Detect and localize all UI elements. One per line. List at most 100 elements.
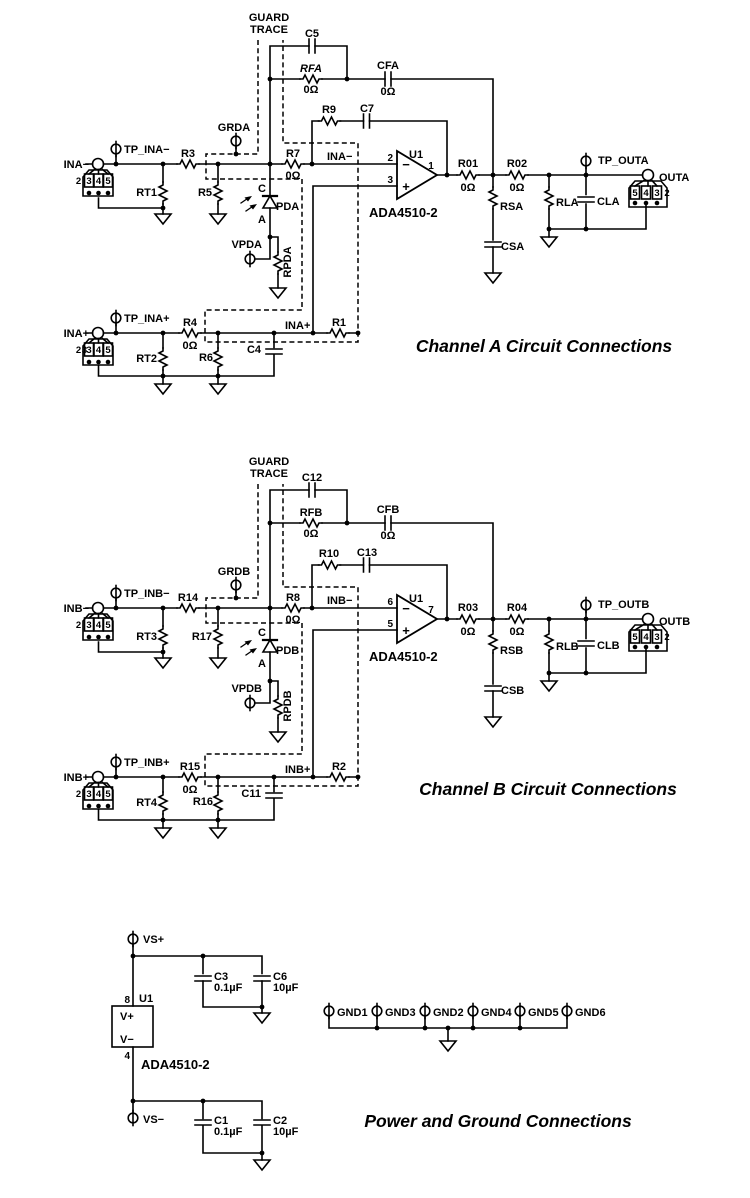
pin8-label: 8 [124,995,130,1006]
rlb-label: RLB [556,641,579,653]
guard-trace-label: GUARD [249,12,289,24]
guard-trace-ring-a [204,40,359,343]
connector-outb [628,612,668,652]
tp-inb-pos-label: TP_INB+ [124,757,170,769]
rfb-label: RFB [300,507,323,519]
ground-icon [253,1012,271,1024]
resistor-r14 [176,603,200,613]
pdb-triangle [261,638,279,653]
rsa-label: RSA [500,201,523,213]
opamp-minus-sign: − [402,601,410,616]
resistor-rt4 [158,791,168,815]
rt1-label: RT1 [136,187,157,199]
resistor-r17 [213,625,223,649]
photodiode-pda [240,194,279,212]
capacitor-c3 [194,975,212,982]
pin7-label: 7 [428,605,434,616]
light-arrow-icon [240,639,253,648]
junction-dots-power [130,953,523,1156]
connector-ina-neg [82,157,114,197]
opamp-minus-sign: − [402,157,410,172]
c5-label: C5 [305,28,319,40]
resistor-rpdb [273,695,283,719]
conn-pin: 5 [105,345,111,356]
testpoint-gnd4 [467,1002,479,1020]
tp-outa-label: TP_OUTA [598,155,649,167]
gnd4-label: GND4 [481,1007,512,1019]
power-title: Power and Ground Connections [364,1111,632,1131]
resistor-r02 [505,170,529,180]
pda-anode-label: A [258,214,266,226]
capacitor-c1 [194,1119,212,1126]
c2-value: 10µF [273,1126,299,1138]
capacitor-c6 [253,975,271,982]
junction-dots-a [113,76,589,379]
r02-label: R02 [507,158,527,170]
net-inb-pos-label: INB+ [285,764,310,776]
r9-label: R9 [322,104,336,116]
photodiode-pdb [240,638,279,656]
resistor-r04 [505,614,529,624]
light-arrow-icon [245,203,258,212]
rsb-label: RSB [500,645,523,657]
conn-pin: 3 [86,345,91,356]
conn-pin: 2 [664,188,669,199]
tp-outb-label: TP_OUTB [598,599,649,611]
rfa-value: 0Ω [304,84,319,96]
r15-value: 0Ω [183,784,198,796]
c11-label: C11 [241,788,261,800]
connector-inb-neg [82,601,114,641]
testpoint-tp-ina-neg [110,140,122,158]
conn-pin: 4 [643,188,649,199]
conn-pin: 4 [96,345,102,356]
cfa-label: CFA [377,60,399,72]
resistor-rt1 [158,181,168,205]
rla-label: RLA [556,197,579,209]
ground-icon [269,731,287,743]
capacitor-c12 [308,482,316,498]
ground-icon [154,827,172,839]
cfa-value: 0Ω [381,86,396,98]
resistor-r9 [317,116,342,126]
ground-icon [209,383,227,395]
csb-label: CSB [501,685,524,697]
testpoint-gnd1 [323,1002,335,1020]
conn-pin: 5 [105,789,111,800]
testpoint-gnd2 [419,1002,431,1020]
wires-power [132,943,568,1161]
v-neg-label: V− [120,1034,134,1046]
ground-icon [484,716,502,728]
ground-icon [253,1159,271,1171]
c6-value: 10µF [273,982,299,994]
resistor-r4 [178,328,202,338]
opamp-plus-sign: + [402,179,410,194]
resistor-r2 [326,772,350,782]
resistor-rlb [544,630,554,654]
resistor-rsa [488,186,498,210]
light-arrow-icon [245,647,258,656]
conn-pin: 4 [96,176,102,187]
r15-label: R15 [180,761,200,773]
pda-cathode-label: C [258,183,266,195]
gnd1-label: GND1 [337,1007,368,1019]
r3-label: R3 [181,148,195,160]
r10-label: R10 [319,548,339,560]
pdb-label: PDB [276,645,299,657]
c12-label: C12 [302,472,322,484]
opamp-part-label: ADA4510-2 [369,649,438,664]
testpoint-tp-outa [580,152,592,170]
capacitor-csb [484,685,502,692]
grdb-label: GRDB [218,566,250,578]
rt4-label: RT4 [136,797,158,809]
pin1-label: 1 [428,161,434,172]
conn-pin: 2 [664,632,669,643]
r03-label: R03 [458,602,478,614]
resistor-rpda [273,251,283,275]
resistor-r6 [213,347,223,371]
channel-b-circuit: GUARD TRACE C12 RFB 0Ω CFB 0Ω R10 C13 GR… [64,456,690,839]
connector-inb-pos [82,770,114,810]
cfb-value: 0Ω [381,530,396,542]
conn-pin: 2 [76,789,81,800]
ground-icon [540,236,558,248]
csa-label: CSA [501,241,524,253]
